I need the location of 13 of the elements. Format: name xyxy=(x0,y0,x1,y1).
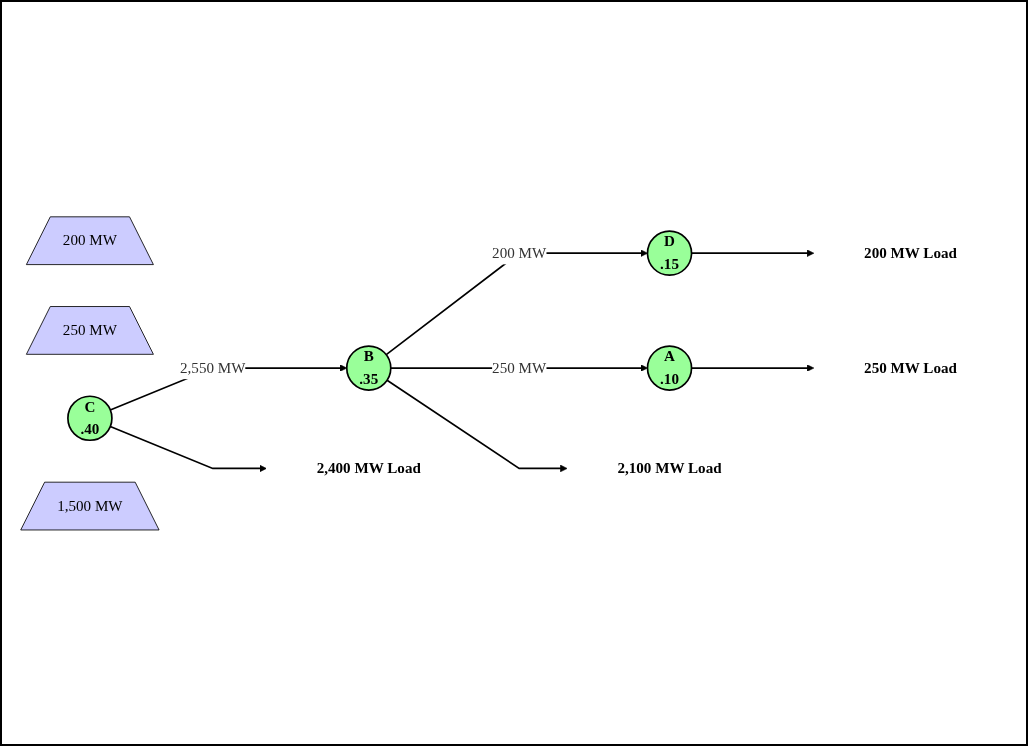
arrow xyxy=(386,379,568,472)
edge-label: 2,550 MW xyxy=(180,358,246,376)
node-circle: D .15 xyxy=(646,230,693,276)
node-text: 200 MW Load xyxy=(864,244,957,261)
edge-label: 200 MW xyxy=(492,244,547,261)
node-text: 2,400 MW Load xyxy=(316,459,421,477)
node-text: 250 MW Load xyxy=(864,358,957,376)
node-circle: C .40 xyxy=(67,395,113,441)
node-circle: A .10 xyxy=(646,344,693,391)
node-circle: B .35 xyxy=(345,344,392,391)
edge-label: 250 MW xyxy=(492,358,547,376)
arrow xyxy=(109,425,267,472)
node-text: 2,100 MW Load xyxy=(617,459,722,477)
